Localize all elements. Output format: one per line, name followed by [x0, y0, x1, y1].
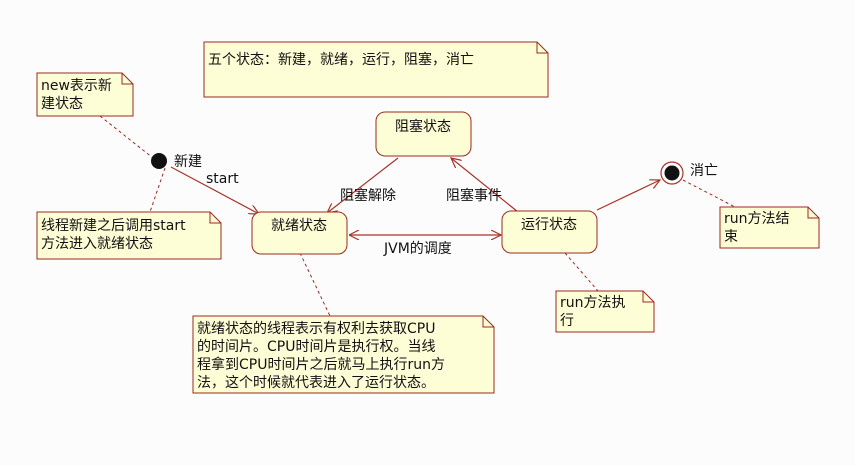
new-note-connector: [99, 115, 154, 159]
state-ready: 就绪状态: [251, 211, 348, 255]
block-event-label: 阻塞事件: [446, 187, 502, 204]
block-event-transition: [451, 158, 519, 213]
state-blocked: 阻塞状态: [375, 111, 472, 157]
title-note: 五个状态：新建，就绪，运行，阻塞，消亡: [203, 41, 549, 98]
new-note-line-1: new表示新: [41, 78, 112, 94]
run-method-note: run方法执 行: [555, 290, 655, 333]
ready-note-connector: [299, 252, 331, 317]
state-running: 运行状态: [501, 210, 598, 254]
thread-note-line-2: 方法进入就绪状态: [41, 236, 153, 252]
ready-note-line-1: 就绪状态的线程表示有权利去获取CPU: [197, 321, 435, 337]
thread-note-line-1: 线程新建之后调用start: [41, 218, 186, 234]
ready-state-note: 就绪状态的线程表示有权利去获取CPU 的时间片。CPU时间片是执行权。当线 程拿…: [192, 315, 495, 394]
unblock-transition: [327, 157, 399, 213]
final-state: [660, 161, 684, 185]
run-note-line-1: run方法执: [560, 295, 626, 311]
start-label: start: [206, 171, 239, 187]
start-transition: [170, 166, 259, 214]
end-note-line-1: run方法结: [724, 211, 790, 227]
final-state-label: 消亡: [690, 163, 718, 179]
end-transition: [596, 180, 660, 211]
run-end-note: run方法结 束: [719, 206, 820, 249]
note-connectors: [99, 115, 736, 317]
new-note-line-2: 建状态: [41, 96, 83, 112]
unblock-label: 阻塞解除: [340, 187, 396, 204]
state-blocked-label: 阻塞状态: [395, 118, 451, 135]
ready-note-line-2: 的时间片。CPU时间片是执行权。当线: [197, 339, 435, 355]
initial-state-dot: [151, 153, 167, 169]
run-note-line-2: 行: [560, 313, 574, 329]
ready-note-line-3: 程拿到CPU时间片之后就马上执行run方: [197, 356, 445, 373]
end-note-connector: [682, 179, 736, 208]
thread-start-note: 线程新建之后调用start 方法进入就绪状态: [36, 211, 222, 260]
ready-note-line-4: 法，这个时候就代表进入了运行状态。: [197, 374, 435, 391]
thread-note-connector: [149, 167, 166, 213]
run-note-connector: [564, 252, 599, 292]
state-ready-label: 就绪状态: [271, 218, 327, 234]
initial-state-label: 新建: [174, 154, 202, 170]
new-state-note: new表示新 建状态: [36, 72, 134, 117]
jvm-schedule-label: JVM的调度: [383, 241, 452, 257]
end-note-line-2: 束: [724, 229, 738, 245]
state-running-label: 运行状态: [521, 217, 577, 233]
title-note-text: 五个状态：新建，就绪，运行，阻塞，消亡: [208, 51, 474, 68]
